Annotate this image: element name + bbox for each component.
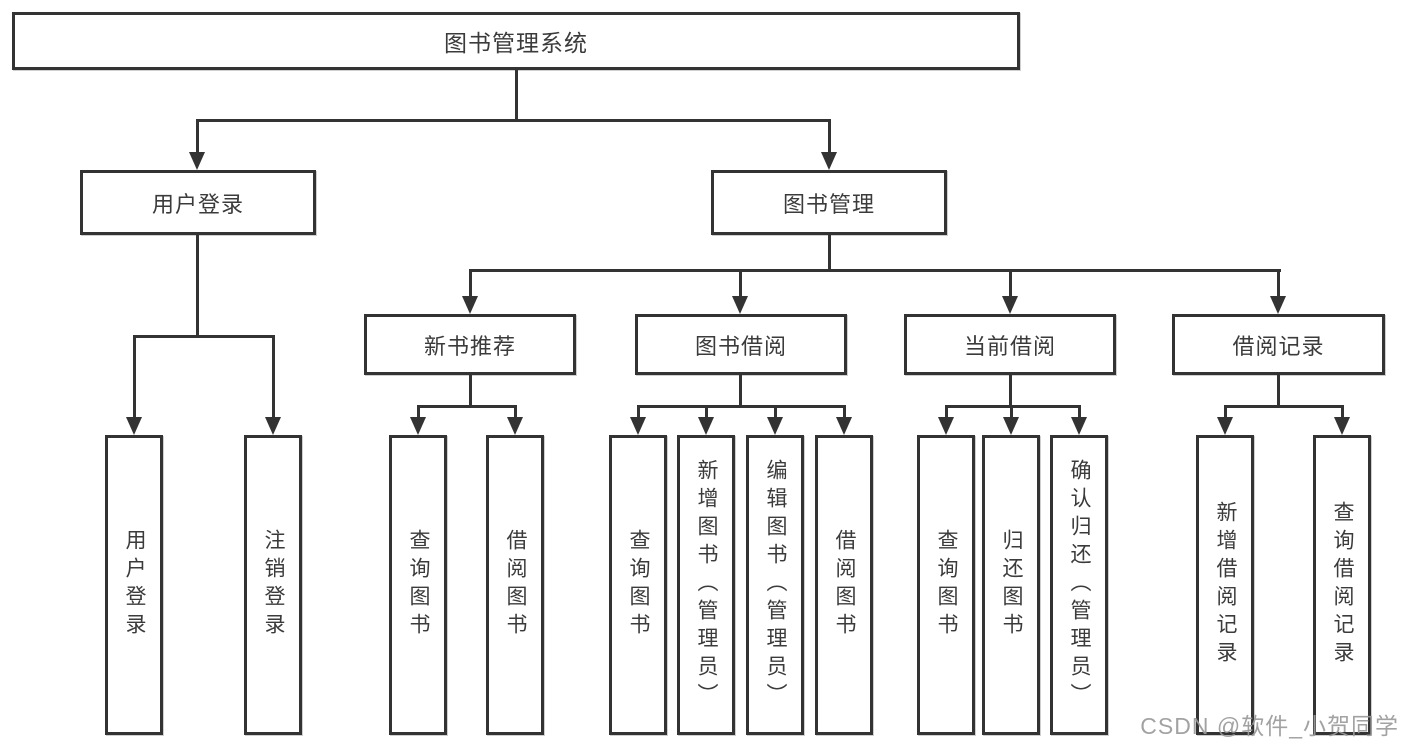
node-label: 借阅记录	[1232, 333, 1325, 359]
connector-line	[843, 405, 846, 421]
arrowhead-down-icon	[938, 417, 954, 435]
node-label: 用户登录	[151, 191, 244, 217]
connector-line	[196, 235, 199, 337]
arrowhead-down-icon	[410, 417, 426, 435]
node-label: 新书推荐	[423, 333, 516, 359]
connector-line	[637, 405, 640, 421]
node-label: 图书借阅	[694, 333, 787, 359]
connector-line	[739, 269, 742, 299]
connector-line	[739, 375, 742, 408]
leaf-add-book-admin: 新增图书（管理员）	[677, 435, 735, 735]
connector-line	[515, 70, 518, 120]
leaf-user-login: 用户登录	[105, 435, 163, 735]
connector-line	[417, 405, 517, 408]
node-root-system: 图书管理系统	[12, 12, 1020, 70]
arrowhead-down-icon	[189, 152, 205, 170]
connector-line	[828, 119, 831, 155]
node-label: 图书管理	[782, 191, 875, 217]
arrowhead-down-icon	[1003, 417, 1019, 435]
leaf-edit-book-admin: 编辑图书（管理员）	[746, 435, 804, 735]
arrowhead-down-icon	[767, 417, 783, 435]
connector-line	[945, 405, 1081, 408]
leaf-confirm-return-admin: 确认归还（管理员）	[1050, 435, 1108, 735]
connector-line	[417, 405, 420, 421]
leaf-query-books-2: 查询图书	[609, 435, 667, 735]
node-book-management: 图书管理	[711, 170, 947, 235]
connector-line	[945, 405, 948, 421]
connector-line	[1009, 269, 1012, 299]
connector-line	[272, 335, 275, 419]
connector-line	[196, 119, 831, 122]
node-borrowing-records: 借阅记录	[1172, 314, 1385, 375]
leaf-borrow-books-2: 借阅图书	[815, 435, 873, 735]
arrowhead-down-icon	[698, 417, 714, 435]
connector-line	[469, 375, 472, 408]
leaf-logout: 注销登录	[244, 435, 302, 735]
arrowhead-down-icon	[630, 417, 646, 435]
connector-line	[514, 405, 517, 421]
connector-line	[1078, 405, 1081, 421]
connector-line	[637, 405, 846, 408]
node-book-borrowing: 图书借阅	[635, 314, 847, 375]
connector-line	[1341, 405, 1344, 421]
connector-line	[1224, 405, 1227, 421]
arrowhead-down-icon	[732, 296, 748, 314]
arrowhead-down-icon	[821, 152, 837, 170]
connector-line	[705, 405, 708, 421]
connector-line	[1277, 269, 1280, 299]
csdn-watermark: CSDN @软件_小贺同学	[1140, 713, 1399, 739]
node-current-borrowing: 当前借阅	[904, 314, 1116, 375]
arrowhead-down-icon	[836, 417, 852, 435]
arrowhead-down-icon	[1217, 417, 1233, 435]
arrowhead-down-icon	[1334, 417, 1350, 435]
leaf-query-borrow-record: 查询借阅记录	[1313, 435, 1371, 735]
connector-line	[1010, 405, 1013, 421]
arrowhead-down-icon	[1071, 417, 1087, 435]
connector-line	[133, 335, 136, 419]
connector-line	[1009, 375, 1012, 408]
connector-line	[469, 269, 472, 299]
leaf-borrow-books-1: 借阅图书	[486, 435, 544, 735]
node-label: 图书管理系统	[444, 30, 588, 56]
arrowhead-down-icon	[1002, 296, 1018, 314]
arrowhead-down-icon	[265, 417, 281, 435]
node-new-book-recommend: 新书推荐	[364, 314, 576, 375]
arrowhead-down-icon	[462, 296, 478, 314]
connector-line	[1224, 405, 1344, 408]
leaf-return-books: 归还图书	[982, 435, 1040, 735]
connector-line	[196, 119, 199, 155]
leaf-query-books-3: 查询图书	[917, 435, 975, 735]
connector-line	[774, 405, 777, 421]
arrowhead-down-icon	[1270, 296, 1286, 314]
arrowhead-down-icon	[507, 417, 523, 435]
leaf-add-borrow-record: 新增借阅记录	[1196, 435, 1254, 735]
connector-line	[133, 335, 275, 338]
arrowhead-down-icon	[126, 417, 142, 435]
node-label: 当前借阅	[963, 333, 1056, 359]
connector-line	[828, 235, 831, 272]
connector-line	[469, 269, 1281, 272]
node-user-login: 用户登录	[80, 170, 316, 235]
connector-line	[1277, 375, 1280, 408]
leaf-query-books-1: 查询图书	[389, 435, 447, 735]
